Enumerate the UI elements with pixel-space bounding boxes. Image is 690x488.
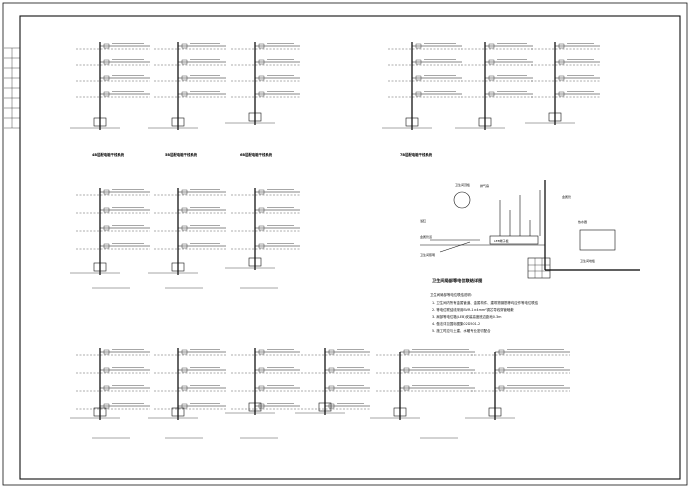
- breaker-symbol: [328, 385, 335, 391]
- distribution-box: [171, 262, 185, 272]
- breaker-symbol: [558, 43, 565, 49]
- bathroom-detail: LEB端子板 卫生间顶板 浴缸 金属管 排气扇 金属管道 卫生间照明 热水器 卫…: [420, 180, 640, 333]
- breaker-symbol: [181, 367, 188, 373]
- label-water: 金属管道: [420, 234, 432, 239]
- breaker-symbol: [328, 349, 335, 355]
- distribution-box: [393, 407, 407, 417]
- breaker-symbol: [103, 43, 110, 49]
- distribution-box: [405, 117, 419, 127]
- breaker-symbol: [328, 367, 335, 373]
- breaker-symbol: [181, 43, 188, 49]
- caption-7b: 7B层配电箱干线系统: [400, 152, 433, 157]
- breaker-symbol: [181, 225, 188, 231]
- distribution-box: [171, 117, 185, 127]
- breaker-symbol: [181, 243, 188, 249]
- riser-schematics: [70, 42, 600, 439]
- breaker-symbol: [558, 75, 565, 81]
- breaker-symbol: [103, 91, 110, 97]
- breaker-symbol: [181, 207, 188, 213]
- distribution-box: [478, 117, 492, 127]
- note-4: 4. 做法详见国标图集02D501-2: [432, 321, 480, 326]
- detail-title: 卫生间局部等电位联结详图: [432, 277, 482, 284]
- breaker-symbol: [258, 189, 265, 195]
- breaker-symbol: [258, 75, 265, 81]
- breaker-symbol: [498, 349, 505, 355]
- distribution-box: [248, 257, 262, 267]
- breaker-symbol: [181, 349, 188, 355]
- breaker-symbol: [258, 403, 265, 409]
- breaker-symbol: [415, 75, 422, 81]
- breaker-symbol: [103, 349, 110, 355]
- note-3: 3. 局部等电位箱(LEB)安装高度底边距地0.3m: [432, 314, 502, 319]
- breaker-symbol: [181, 189, 188, 195]
- breaker-symbol: [498, 367, 505, 373]
- breaker-symbol: [403, 349, 410, 355]
- breaker-symbol: [103, 59, 110, 65]
- breaker-symbol: [258, 349, 265, 355]
- caption-5b: 5B层配电箱干线系统: [165, 152, 198, 157]
- label-floor: 卫生间地板: [580, 258, 595, 263]
- label-bath-right: 金属管: [562, 194, 571, 199]
- breaker-symbol: [488, 75, 495, 81]
- distribution-box: [248, 402, 262, 412]
- caption-4b: 4B层配电箱干线系统: [92, 152, 125, 157]
- breaker-symbol: [103, 75, 110, 81]
- distribution-box: [318, 402, 332, 412]
- label-heater: 热水器: [578, 219, 587, 224]
- note-1: 1. 卫生间内所有金属管道、金属构件、建筑物钢筋等均应作等电位联结: [432, 300, 539, 305]
- breaker-symbol: [258, 207, 265, 213]
- label-flue: 排气扇: [480, 183, 489, 188]
- breaker-symbol: [258, 225, 265, 231]
- distribution-box: [171, 407, 185, 417]
- breaker-symbol: [103, 225, 110, 231]
- note-5: 5. 施工时应与土建、水暖专业密切配合: [432, 328, 491, 333]
- breaker-symbol: [558, 91, 565, 97]
- breaker-symbol: [181, 75, 188, 81]
- breaker-symbol: [258, 43, 265, 49]
- distribution-box: [248, 112, 262, 122]
- breaker-symbol: [415, 91, 422, 97]
- breaker-symbol: [258, 367, 265, 373]
- breaker-symbol: [103, 403, 110, 409]
- label-box: LEB端子板: [494, 238, 509, 243]
- breaker-symbol: [181, 59, 188, 65]
- breaker-symbol: [403, 367, 410, 373]
- breaker-symbol: [103, 385, 110, 391]
- breaker-symbol: [258, 385, 265, 391]
- breaker-symbol: [415, 43, 422, 49]
- note-2: 2. 等电位联结线采用BVR-1×4mm²铜芯导线穿管暗敷: [432, 307, 514, 312]
- breaker-symbol: [258, 59, 265, 65]
- notes-title: 卫生间局部等电位联结说明:: [430, 292, 472, 297]
- breaker-symbol: [488, 91, 495, 97]
- breaker-symbol: [328, 403, 335, 409]
- breaker-symbol: [415, 59, 422, 65]
- breaker-symbol: [181, 385, 188, 391]
- distribution-box: [488, 407, 502, 417]
- breaker-symbol: [488, 59, 495, 65]
- breaker-symbol: [258, 243, 265, 249]
- breaker-symbol: [103, 189, 110, 195]
- label-top: 卫生间顶板: [455, 182, 470, 187]
- breaker-symbol: [103, 243, 110, 249]
- breaker-symbol: [181, 403, 188, 409]
- distribution-box: [93, 407, 107, 417]
- breaker-symbol: [558, 59, 565, 65]
- inner-frame: [19, 15, 681, 480]
- distribution-box: [548, 112, 562, 122]
- breaker-symbol: [181, 91, 188, 97]
- label-bath-left: 浴缸: [420, 218, 426, 223]
- distribution-box: [93, 117, 107, 127]
- label-lamp: 卫生间照明: [420, 252, 435, 257]
- distribution-box: [93, 262, 107, 272]
- breaker-symbol: [103, 367, 110, 373]
- breaker-symbol: [258, 91, 265, 97]
- breaker-symbol: [103, 207, 110, 213]
- breaker-symbol: [488, 43, 495, 49]
- breaker-symbol: [403, 385, 410, 391]
- binding-strip: [4, 40, 21, 130]
- caption-6b: 6B层配电箱干线系统: [240, 152, 273, 157]
- breaker-symbol: [498, 385, 505, 391]
